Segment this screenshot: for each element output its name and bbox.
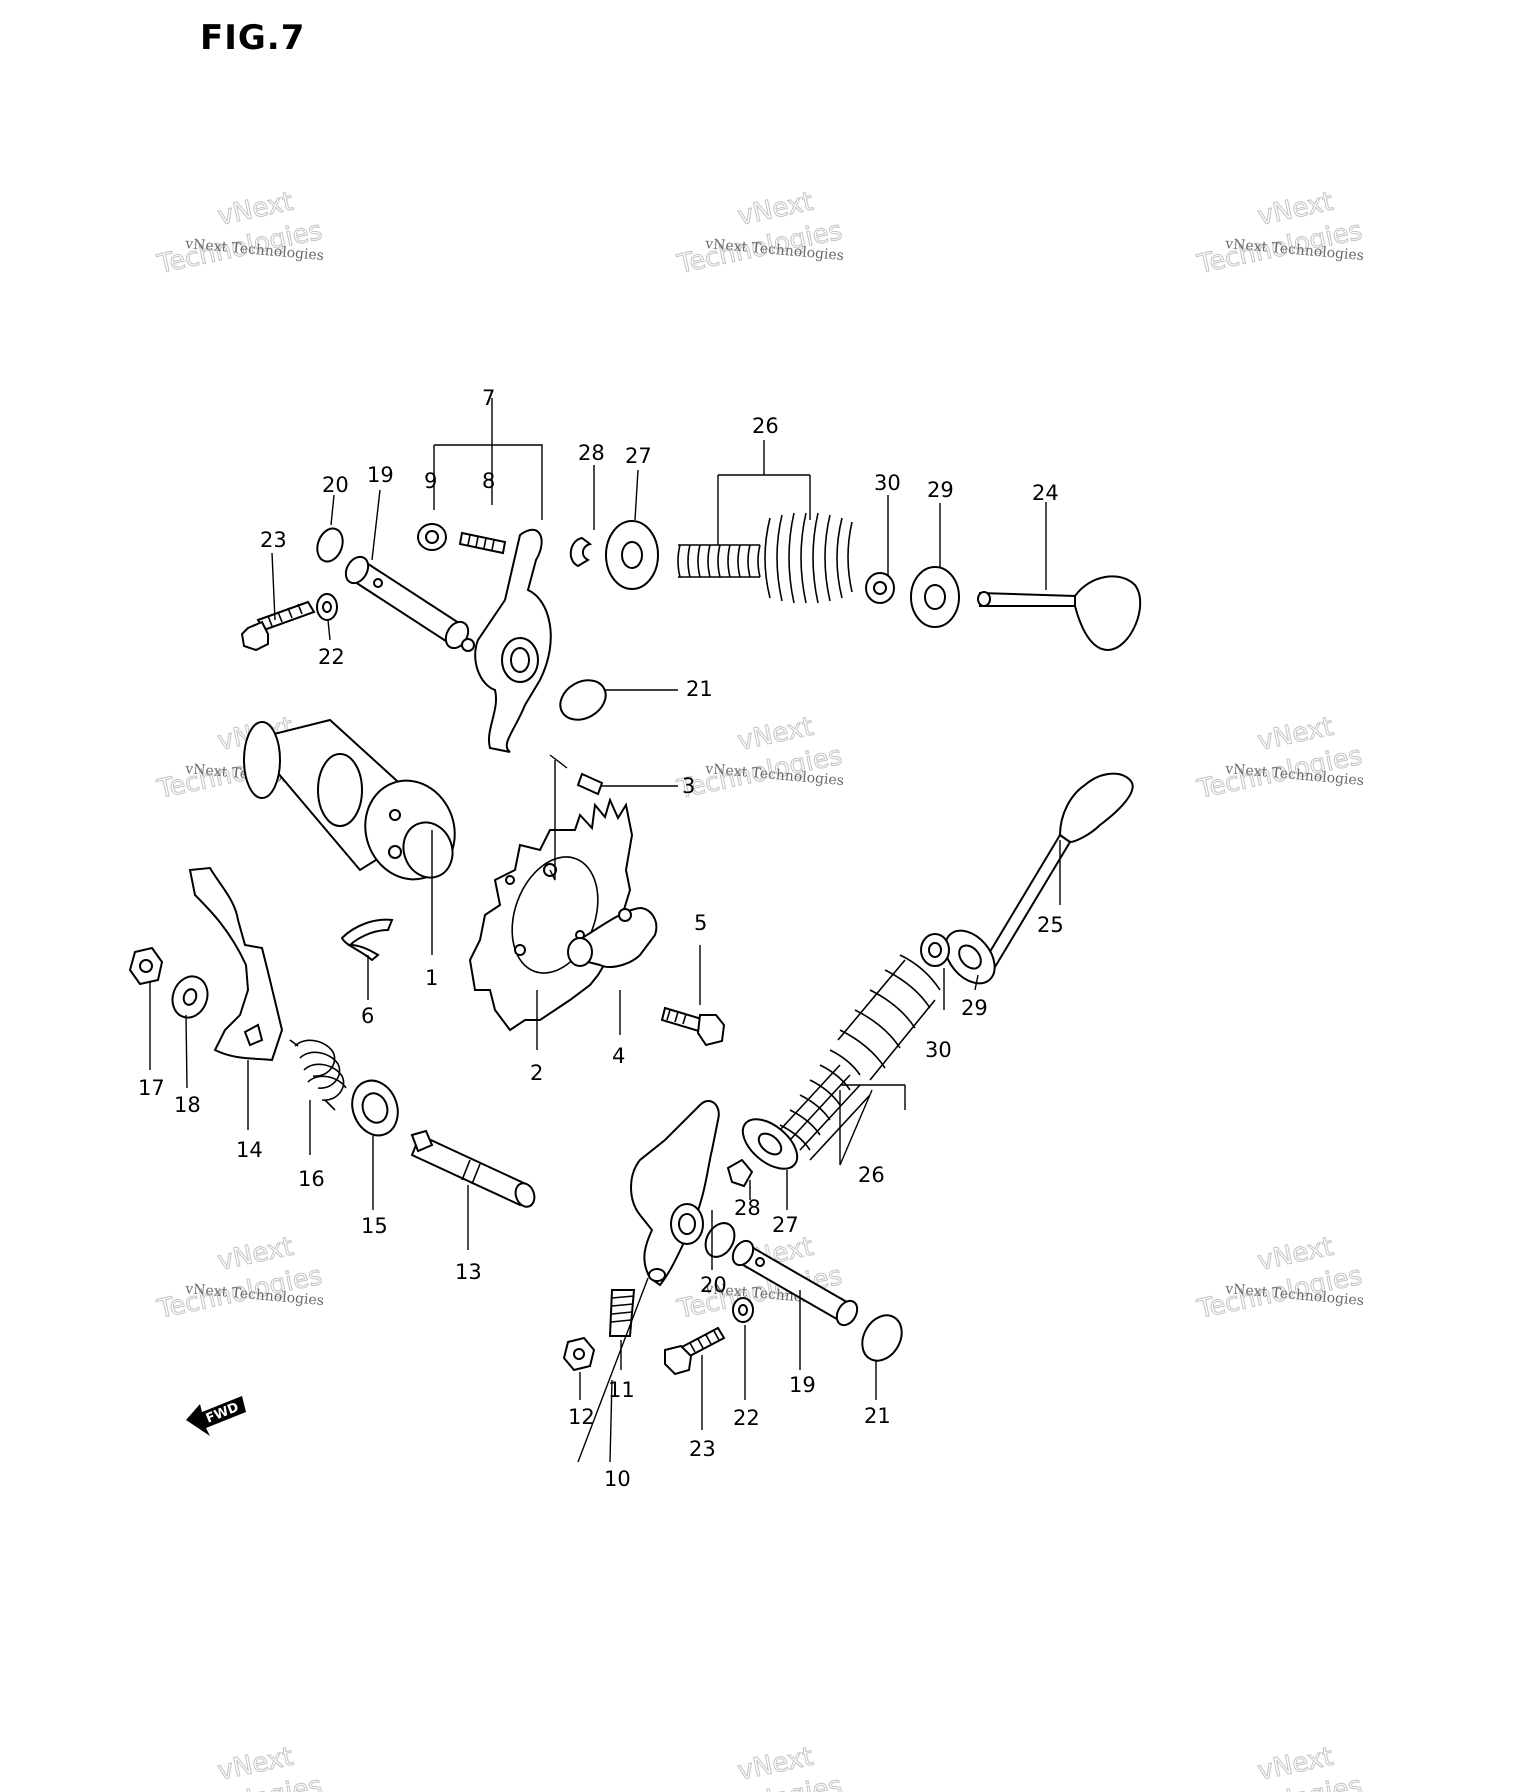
callout-10: 10 <box>604 1467 631 1491</box>
figure-title: FIG.7 <box>200 18 306 58</box>
oil-seal-30-lower <box>920 933 950 967</box>
callout-3: 3 <box>682 774 695 798</box>
pin-3 <box>576 772 604 796</box>
retainer-27-lower <box>741 1118 799 1170</box>
callout-11: 11 <box>608 1378 635 1402</box>
callout-2: 2 <box>530 1061 543 1085</box>
callout-28-lower: 28 <box>734 1196 761 1220</box>
callout-19-lower: 19 <box>789 1373 816 1397</box>
o-ring-21-upper <box>559 679 607 721</box>
bolt-5 <box>660 1006 726 1047</box>
callout-29-lower: 29 <box>961 996 988 1020</box>
callout-1: 1 <box>425 966 438 990</box>
rocker-shaft-19-lower <box>731 1239 859 1327</box>
cotter-28-upper <box>569 536 593 568</box>
callout-21-upper: 21 <box>686 677 713 701</box>
callout-19-upper: 19 <box>367 463 394 487</box>
callout-14: 14 <box>236 1138 263 1162</box>
callout-6: 6 <box>361 1004 374 1028</box>
bolt-23-lower <box>664 1326 726 1376</box>
callout-23-upper: 23 <box>260 528 287 552</box>
callout-27-upper: 27 <box>625 444 652 468</box>
cam-sprocket-2 <box>468 797 634 1032</box>
valve-25 <box>977 772 1134 981</box>
callout-26-upper: 26 <box>752 414 779 438</box>
spring-seat-29-upper <box>910 566 960 628</box>
callout-28-upper: 28 <box>578 441 605 465</box>
callout-13: 13 <box>455 1260 482 1284</box>
plate-4 <box>567 906 658 968</box>
rocker-arm-7 <box>461 528 552 753</box>
valve-springs-26-upper <box>677 512 853 604</box>
o-ring-21-lower <box>861 1314 903 1362</box>
callout-30-upper: 30 <box>874 471 901 495</box>
clip-6 <box>340 918 394 962</box>
callout-5: 5 <box>694 911 707 935</box>
callout-29-upper: 29 <box>927 478 954 502</box>
lever-14 <box>188 866 284 1062</box>
retainer-27-upper <box>605 520 659 590</box>
nut-17 <box>128 946 164 986</box>
callout-4: 4 <box>612 1044 625 1068</box>
camshaft-1 <box>243 718 456 881</box>
callout-22-lower: 22 <box>733 1406 760 1430</box>
callout-9: 9 <box>424 469 437 493</box>
rocker-shaft-19-upper <box>344 555 470 650</box>
callout-25: 25 <box>1037 913 1064 937</box>
callout-12: 12 <box>568 1405 595 1429</box>
spring-16 <box>289 1039 347 1111</box>
callout-8: 8 <box>482 469 495 493</box>
callout-20-upper: 20 <box>322 473 349 497</box>
nut-9 <box>417 523 447 551</box>
nut-12 <box>562 1336 596 1372</box>
callout-15: 15 <box>361 1214 388 1238</box>
bolt-23-upper <box>240 600 316 652</box>
callout-27-lower: 27 <box>772 1213 799 1237</box>
washer-22-upper <box>316 593 338 621</box>
adjusting-screw-8 <box>458 531 507 555</box>
adjusting-screw-11 <box>608 1289 636 1337</box>
fwd-arrow-icon: FWD <box>186 1396 246 1436</box>
o-ring-20-lower <box>704 1222 736 1258</box>
callout-18: 18 <box>174 1093 201 1117</box>
callout-24: 24 <box>1032 481 1059 505</box>
cotter-28-lower <box>726 1158 754 1188</box>
callout-labels: 7 9 8 19 20 23 22 28 27 26 30 29 24 21 3… <box>138 386 1064 1491</box>
callout-17: 17 <box>138 1076 165 1100</box>
valve-springs-26-lower <box>779 954 941 1161</box>
spring-seat-29-lower <box>944 929 996 985</box>
callout-26-lower: 26 <box>858 1163 885 1187</box>
callout-23-lower: 23 <box>689 1437 716 1461</box>
shaft-13 <box>410 1129 536 1208</box>
valve-24 <box>977 575 1142 652</box>
bearing-15 <box>351 1079 399 1137</box>
callout-21-lower: 21 <box>864 1404 891 1428</box>
callout-16: 16 <box>298 1167 325 1191</box>
oil-seal-30-upper <box>865 572 895 604</box>
callout-30-lower: 30 <box>925 1038 952 1062</box>
o-ring-20-upper <box>316 527 344 563</box>
washer-18 <box>171 975 209 1019</box>
callout-20-lower: 20 <box>700 1273 727 1297</box>
rocker-arm-10 <box>630 1100 720 1287</box>
washer-22-lower <box>732 1297 754 1323</box>
callout-22-upper: 22 <box>318 645 345 669</box>
callout-7: 7 <box>482 386 495 410</box>
leader-lines <box>149 398 1061 1463</box>
